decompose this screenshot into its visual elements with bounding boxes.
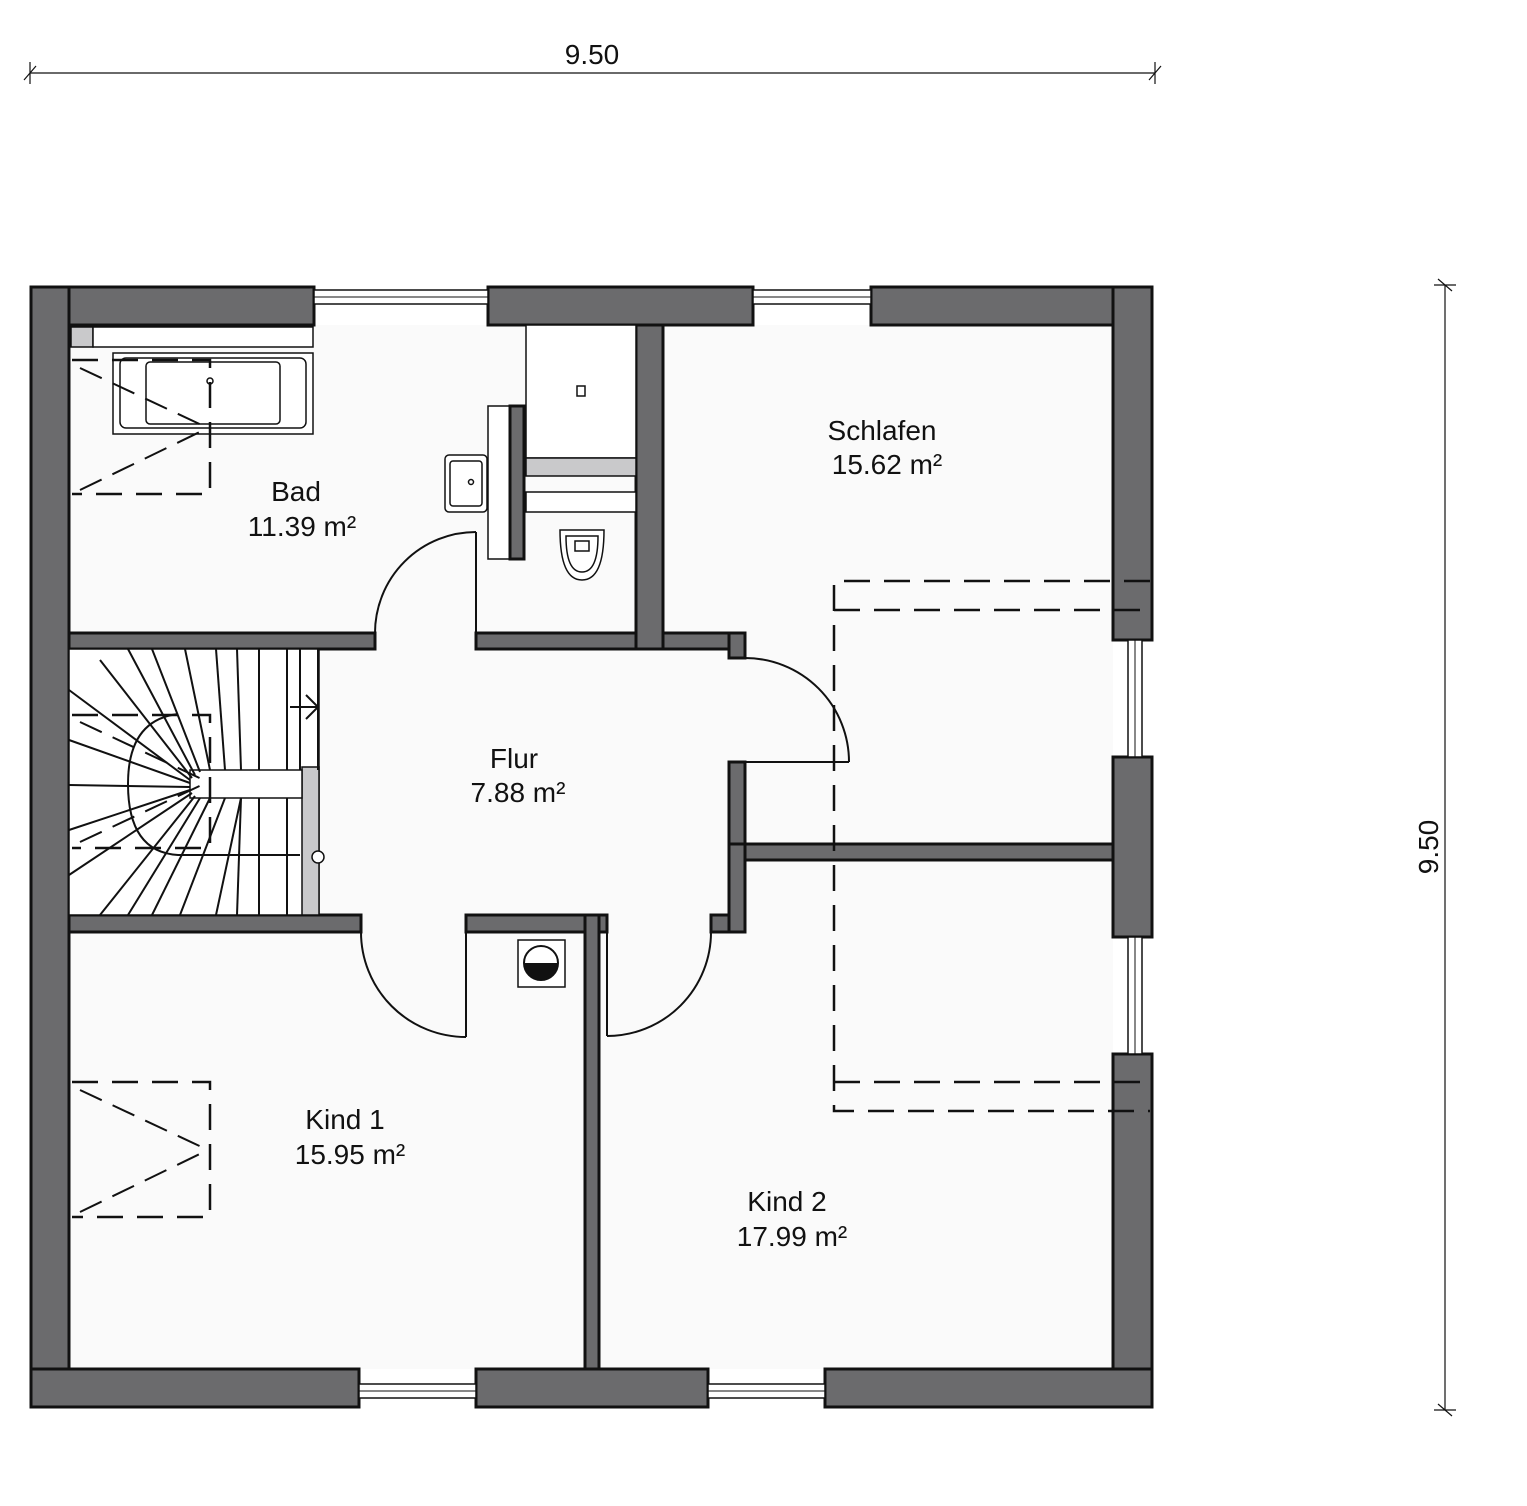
- room-area-kind2: 17.99 m²: [737, 1221, 848, 1252]
- windows: [313, 289, 1143, 1399]
- bathroom-fixtures: [70, 324, 637, 581]
- room-area-bad: 11.39 m²: [248, 511, 356, 542]
- room-area-kind1: 15.95 m²: [295, 1139, 406, 1170]
- exterior-walls: [29, 285, 1154, 1409]
- chimney-symbol: [517, 939, 566, 988]
- room-labels: Bad 11.39 m² Schlafen 15.62 m² Flur 7.88…: [248, 415, 942, 1252]
- doors: [360, 531, 850, 1038]
- dimension-height-label: 9.50: [1413, 820, 1444, 875]
- dimension-right: 9.50: [1413, 278, 1456, 1417]
- room-name-flur: Flur: [490, 743, 538, 774]
- room-area-flur: 7.88 m²: [471, 777, 566, 808]
- room-name-schlafen: Schlafen: [828, 415, 937, 446]
- room-area-schlafen: 15.62 m²: [832, 449, 943, 480]
- room-name-bad: Bad: [271, 476, 321, 507]
- room-name-kind1: Kind 1: [305, 1104, 384, 1135]
- staircase: [68, 648, 325, 916]
- dimension-top: 9.50: [23, 39, 1162, 84]
- dashed-outlines: [72, 579, 1150, 1219]
- dimension-width-label: 9.50: [565, 39, 620, 70]
- room-name-kind2: Kind 2: [747, 1186, 826, 1217]
- interior-walls: [67, 323, 1115, 1371]
